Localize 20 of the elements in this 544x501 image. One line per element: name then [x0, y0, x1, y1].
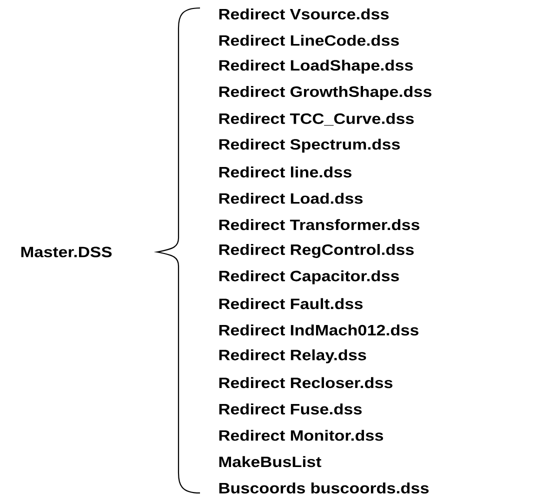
list-item: Redirect Load.dss — [219, 192, 363, 204]
list-item: Redirect Vsource.dss — [219, 8, 389, 20]
list-item: Redirect Monitor.dss — [219, 430, 384, 441]
list-item: Redirect Relay.dss — [219, 349, 366, 364]
list-item: Master.DSS — [21, 246, 112, 258]
list-item: Redirect Fuse.dss — [219, 404, 362, 414]
list-item: Redirect GrowthShape.dss — [219, 86, 432, 100]
list-item: Redirect LoadShape.dss — [219, 60, 413, 74]
list-item: Redirect Spectrum.dss — [219, 138, 400, 153]
list-item: Redirect line.dss — [219, 166, 352, 178]
list-item: Redirect Recloser.dss — [219, 377, 392, 388]
list-item: Redirect TCC_Curve.dss — [219, 113, 414, 126]
list-item: Redirect Capacitor.dss — [219, 270, 399, 284]
list-item: Redirect Transformer.dss — [219, 219, 420, 230]
list-item: Redirect LineCode.dss — [219, 34, 399, 46]
list-item: Redirect RegControl.dss — [219, 244, 414, 258]
list-item: MakeBusList — [219, 456, 322, 468]
list-item: Redirect IndMach012.dss — [219, 324, 418, 336]
list-item: Buscoords buscoords.dss — [219, 482, 429, 494]
list-item: Redirect Fault.dss — [219, 298, 363, 310]
